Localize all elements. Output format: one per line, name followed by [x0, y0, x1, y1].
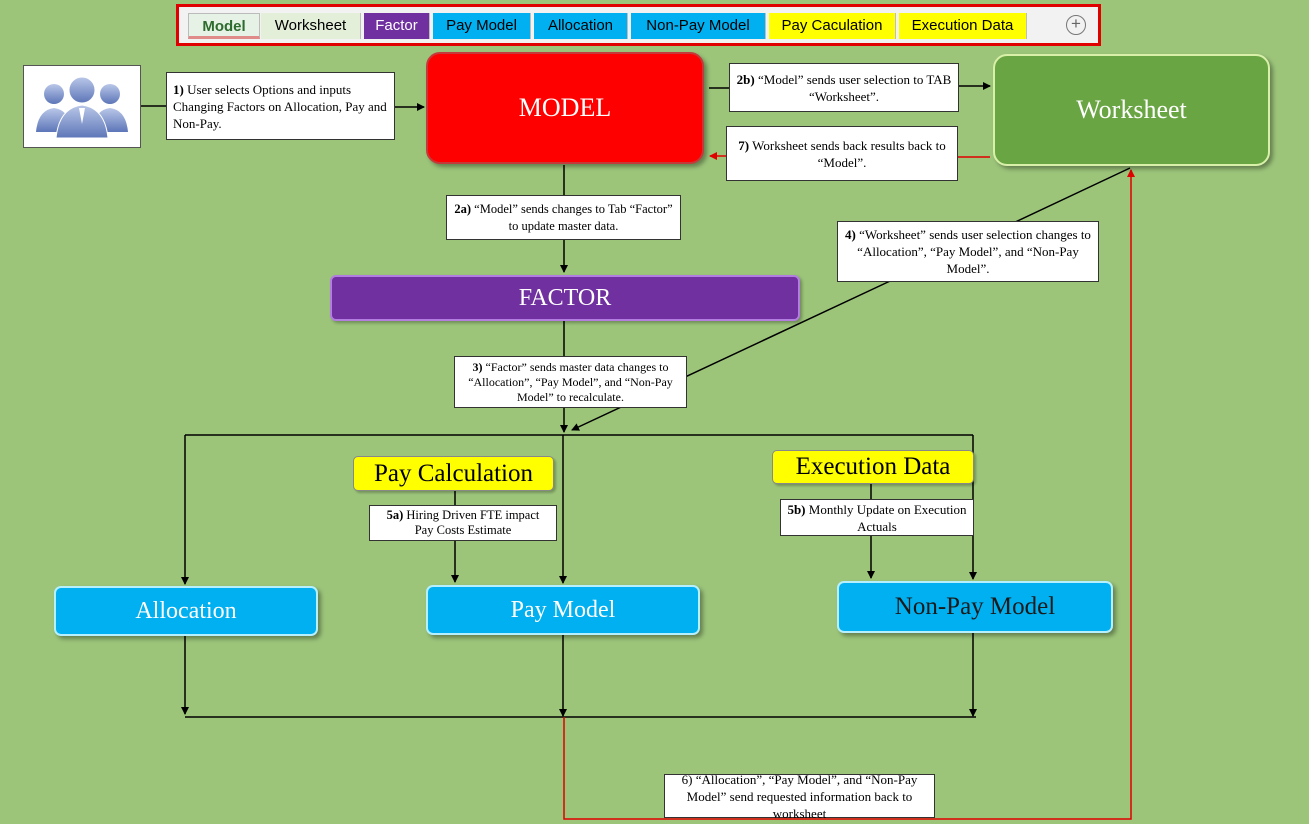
add-sheet-plus-icon[interactable]: +	[1066, 15, 1086, 35]
step7-note: 7) Worksheet sends back results back to …	[726, 126, 958, 181]
tab-factor[interactable]: Factor	[364, 13, 430, 39]
step3-note: 3) “Factor” sends master data changes to…	[454, 356, 687, 408]
factor-node: FACTOR	[330, 275, 800, 321]
execution-data-node: Execution Data	[772, 450, 974, 484]
tab-pay-caculation[interactable]: Pay Caculation	[769, 13, 896, 39]
users-group-image	[23, 65, 141, 148]
non-pay-model-node: Non-Pay Model	[837, 581, 1113, 633]
tab-non-pay-model[interactable]: Non-Pay Model	[631, 13, 766, 39]
tab-allocation[interactable]: Allocation	[534, 13, 628, 39]
step5a-note: 5a) Hiring Driven FTE impact Pay Costs E…	[369, 505, 557, 541]
tab-pay-model[interactable]: Pay Model	[433, 13, 531, 39]
step1-note: 1) User selects Options and inputs Chang…	[166, 72, 395, 140]
step2a-note: 2a) “Model” sends changes to Tab “Factor…	[446, 195, 681, 240]
pay-model-node: Pay Model	[426, 585, 700, 635]
pay-calculation-node: Pay Calculation	[353, 456, 554, 491]
worksheet-node: Worksheet	[993, 54, 1270, 166]
tab-worksheet[interactable]: Worksheet	[261, 13, 361, 39]
tab-execution-data[interactable]: Execution Data	[899, 13, 1027, 39]
sheet-tab-bar: Model Worksheet Factor Pay Model Allocat…	[176, 4, 1101, 46]
step4-note: 4) “Worksheet” sends user selection chan…	[837, 221, 1099, 282]
model-node: MODEL	[426, 52, 704, 164]
step5b-note: 5b) Monthly Update on Execution Actuals	[780, 499, 974, 536]
step2b-note: 2b) “Model” sends user selection to TAB …	[729, 63, 959, 112]
allocation-node: Allocation	[54, 586, 318, 636]
users-group-icon	[36, 76, 128, 139]
tab-model[interactable]: Model	[188, 13, 260, 39]
arrow-return-to-worksheet	[563, 169, 1135, 820]
step6-note: 6) “Allocation”, “Pay Model”, and “Non-P…	[664, 772, 935, 821]
